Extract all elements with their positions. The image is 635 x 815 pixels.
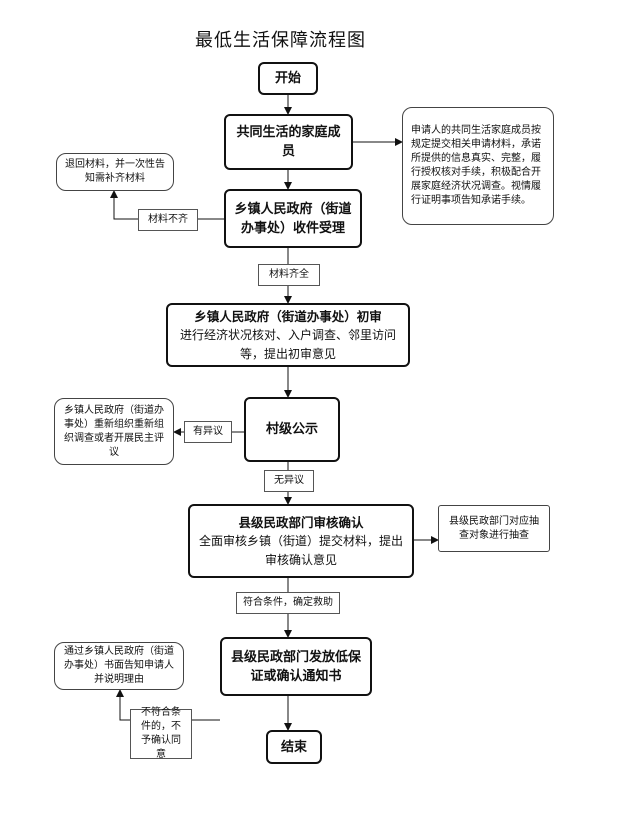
issue-certificate-node: 县级民政部门发放低保证或确认通知书 xyxy=(220,637,372,696)
label-not-qualified: 不符合条件的，不予确认同意 xyxy=(130,707,192,760)
label-no-objection: 无异议 xyxy=(264,470,314,492)
family-members-node: 共同生活的家庭成员 xyxy=(224,114,353,170)
page-title: 最低生活保障流程图 xyxy=(195,30,366,51)
label-complete: 材料齐全 xyxy=(258,264,320,286)
county-review-title: 县级民政部门审核确认 xyxy=(238,514,364,530)
reinvestigate-note: 乡镇人民政府（街道办事处）重新组织重新组织调查或者开展民主评议 xyxy=(54,398,174,465)
end-node: 结束 xyxy=(266,730,322,764)
return-materials-note: 退回材料，并一次性告知需补齐材料 xyxy=(56,153,174,191)
county-review-node: 县级民政部门审核确认 全面审核乡镇（街道）提交材料，提出审核确认意见 xyxy=(188,504,414,578)
start-node: 开始 xyxy=(258,62,318,95)
village-publicity-node: 村级公示 xyxy=(244,397,340,462)
preliminary-review-title: 乡镇人民政府（街道办事处）初审 xyxy=(194,308,382,324)
applicant-note: 申请人的共同生活家庭成员按规定提交相关申请材料，承诺所提供的信息真实、完整，履行… xyxy=(402,107,554,225)
receive-application-node: 乡镇人民政府（街道办事处）收件受理 xyxy=(224,189,362,248)
notify-reason-note: 通过乡镇人民政府（街道办事处）书面告知申请人并说明理由 xyxy=(54,642,184,690)
spot-check-note: 县级民政部门对应抽查对象进行抽查 xyxy=(438,505,550,552)
label-qualified: 符合条件，确定救助 xyxy=(236,592,340,614)
preliminary-review-node: 乡镇人民政府（街道办事处）初审 进行经济状况核对、入户调查、邻里访问等，提出初审… xyxy=(166,303,410,367)
label-incomplete: 材料不齐 xyxy=(138,209,198,231)
preliminary-review-desc: 进行经济状况核对、入户调查、邻里访问等，提出初审意见 xyxy=(179,327,396,361)
county-review-desc: 全面审核乡镇（街道）提交材料，提出审核确认意见 xyxy=(198,533,403,567)
label-objection: 有异议 xyxy=(184,421,232,443)
